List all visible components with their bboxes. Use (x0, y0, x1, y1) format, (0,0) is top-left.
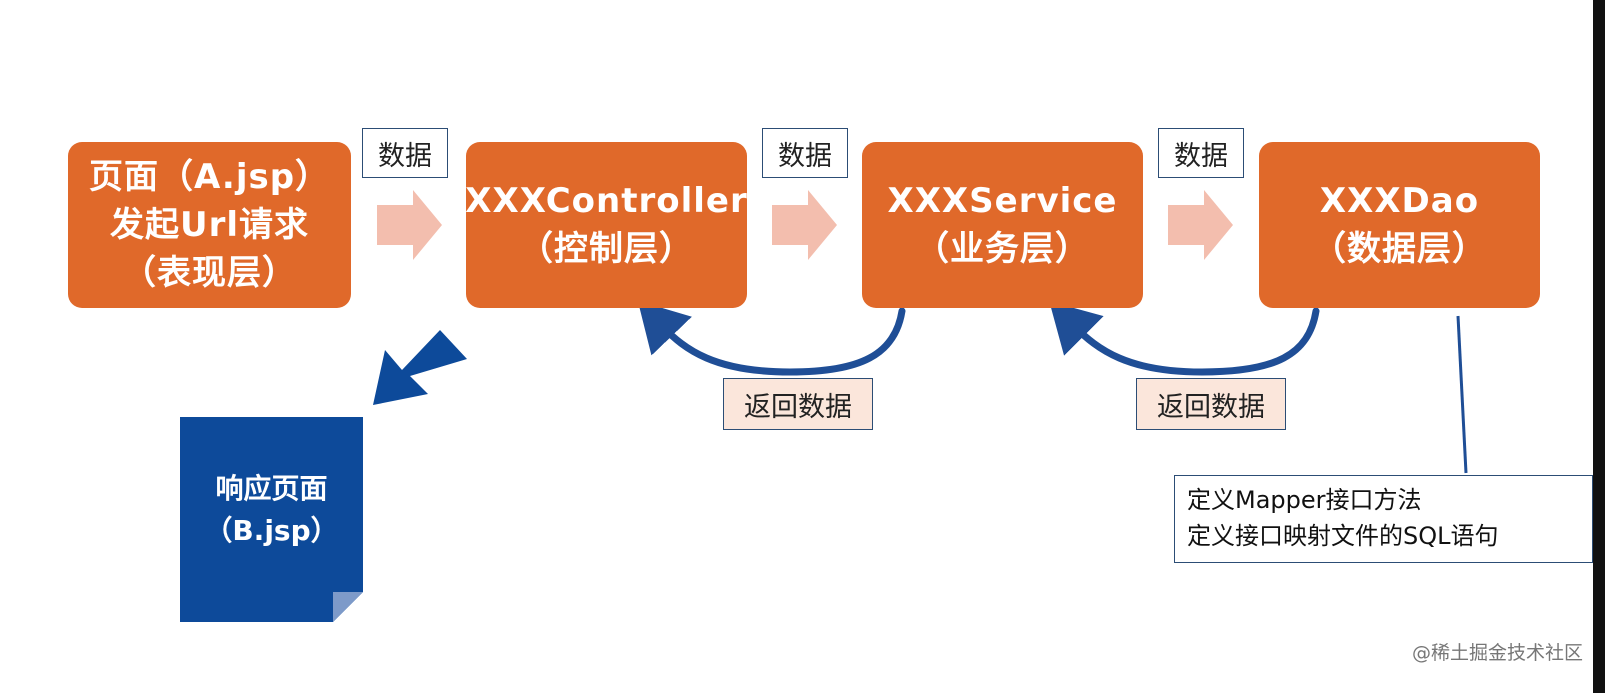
controller-layer-box: XXXController （控制层） (465, 142, 748, 308)
return-label-1: 返回数据 (723, 378, 873, 430)
view-layer-box: 页面（A.jsp） 发起Url请求 （表现层） (68, 142, 351, 308)
document-fold-icon (333, 592, 363, 622)
service-line-1: XXXService (887, 181, 1118, 221)
view-line-2: 发起Url请求 (109, 205, 310, 245)
data-label-2: 数据 (762, 128, 848, 178)
right-edge-strip (1593, 0, 1605, 693)
data-label-3: 数据 (1158, 128, 1244, 178)
controller-line-1: XXXController (465, 181, 748, 221)
view-line-3: （表现层） (122, 253, 297, 293)
dao-line-2: （数据层） (1312, 229, 1487, 269)
return-arrow-dao-service (1049, 301, 1320, 376)
dao-note-connector (1456, 315, 1468, 474)
response-page-line-2: （B.jsp） (204, 513, 339, 547)
response-document-shape (180, 417, 363, 622)
response-page-line-1: 响应页面 (215, 471, 328, 505)
forward-arrow-controller-service (772, 190, 837, 260)
dao-line-1: XXXDao (1319, 181, 1480, 221)
service-layer-box: XXXService （业务层） (862, 142, 1143, 308)
forward-arrow-service-dao (1168, 190, 1233, 260)
return-label-2: 返回数据 (1136, 378, 1286, 430)
service-line-2: （业务层） (915, 229, 1090, 269)
watermark: @稀土掘金技术社区 (1411, 642, 1583, 664)
forward-arrow-view-controller (377, 190, 442, 260)
response-page: 响应页面 （B.jsp） (180, 417, 363, 622)
dao-layer-box: XXXDao （数据层） (1259, 142, 1540, 308)
mapper-note-line-2: 定义接口映射文件的SQL语句 (1187, 522, 1499, 550)
view-line-1: 页面（A.jsp） (88, 157, 331, 197)
response-arrow (373, 330, 467, 405)
return-arrow-service-controller (637, 300, 906, 376)
data-label-1: 数据 (362, 128, 448, 178)
controller-line-2: （控制层） (519, 229, 694, 269)
mapper-note-line-1: 定义Mapper接口方法 (1187, 486, 1422, 514)
mapper-note: 定义Mapper接口方法 定义接口映射文件的SQL语句 (1174, 475, 1593, 563)
